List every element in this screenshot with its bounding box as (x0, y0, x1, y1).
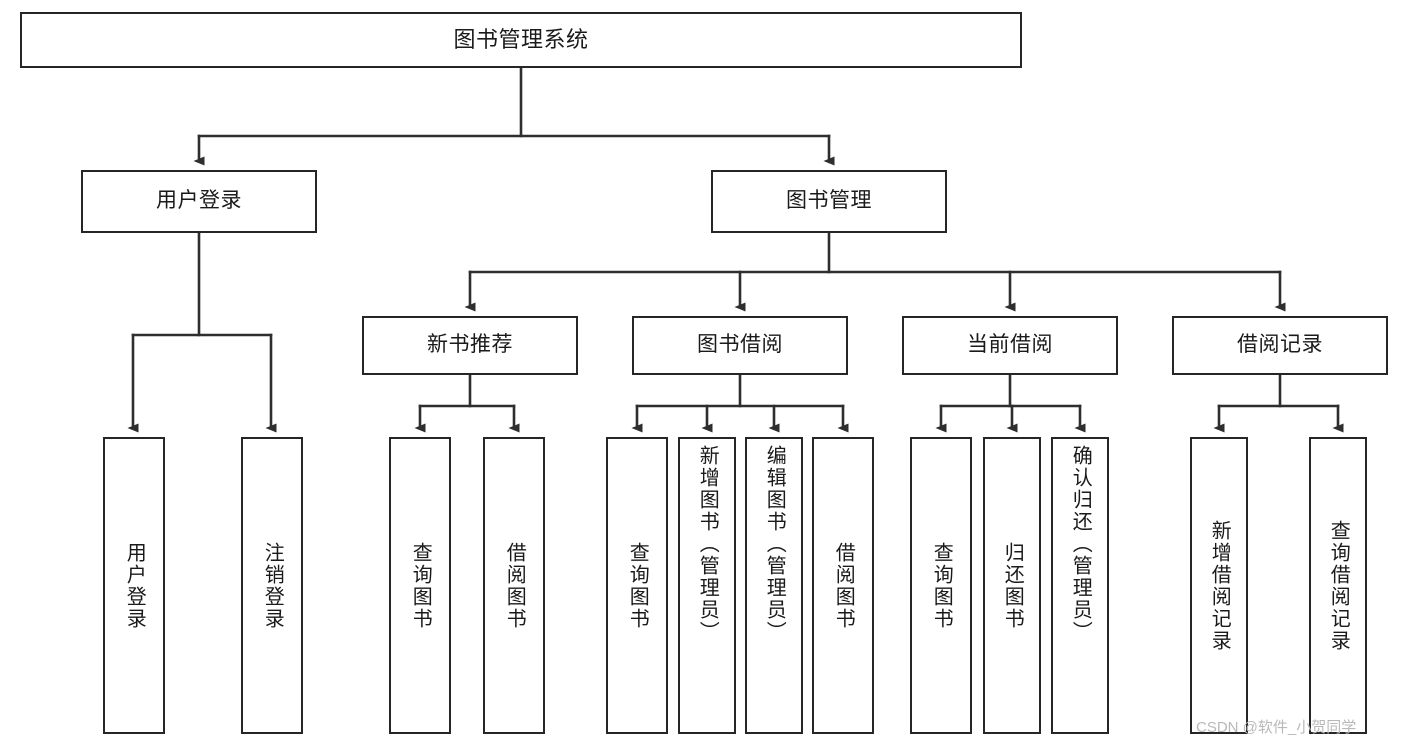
node-user-login[interactable]: 用户登录 (81, 170, 317, 233)
node-leaf-return-book[interactable]: 归还图书 (983, 437, 1041, 734)
node-label: 确认归还（管理员） (1069, 445, 1092, 643)
node-leaf-query-borrow-record[interactable]: 查询借阅记录 (1309, 437, 1367, 734)
node-label: 查询图书 (409, 541, 432, 630)
node-book-manage[interactable]: 图书管理 (711, 170, 947, 233)
node-label: 图书管理系统 (453, 27, 589, 53)
node-label: 图书管理 (786, 189, 872, 213)
node-borrow-record[interactable]: 借阅记录 (1172, 316, 1388, 375)
node-leaf-borrow-book-1[interactable]: 借阅图书 (483, 437, 545, 734)
node-label: 新增借阅记录 (1208, 519, 1231, 652)
node-label: 借阅记录 (1237, 333, 1323, 357)
node-leaf-query-book-3[interactable]: 查询图书 (910, 437, 972, 734)
node-current-borrow[interactable]: 当前借阅 (902, 316, 1118, 375)
node-label: 注销登录 (261, 541, 284, 630)
node-leaf-edit-book[interactable]: 编辑图书（管理员） (745, 437, 803, 734)
node-leaf-query-book-1[interactable]: 查询图书 (389, 437, 451, 734)
node-leaf-user-logout[interactable]: 注销登录 (241, 437, 303, 734)
node-label: 查询借阅记录 (1327, 519, 1350, 652)
node-leaf-add-book[interactable]: 新增图书（管理员） (678, 437, 736, 734)
node-label: 用户登录 (156, 189, 242, 213)
node-root-system[interactable]: 图书管理系统 (20, 12, 1022, 68)
node-label: 新增图书（管理员） (696, 445, 719, 643)
node-label: 编辑图书（管理员） (763, 445, 786, 643)
node-label: 查询图书 (626, 541, 649, 630)
node-book-borrow[interactable]: 图书借阅 (632, 316, 848, 375)
node-leaf-borrow-book-2[interactable]: 借阅图书 (812, 437, 874, 734)
node-label: 借阅图书 (503, 541, 526, 630)
node-label: 查询图书 (930, 541, 953, 630)
node-leaf-user-login[interactable]: 用户登录 (103, 437, 165, 734)
node-label: 新书推荐 (427, 333, 513, 357)
node-leaf-confirm-return[interactable]: 确认归还（管理员） (1051, 437, 1109, 734)
node-leaf-add-borrow-record[interactable]: 新增借阅记录 (1190, 437, 1248, 734)
node-label: 借阅图书 (832, 541, 855, 630)
node-leaf-query-book-2[interactable]: 查询图书 (606, 437, 668, 734)
node-label: 归还图书 (1001, 541, 1024, 630)
node-label: 图书借阅 (697, 333, 783, 357)
node-label: 当前借阅 (967, 333, 1053, 357)
node-label: 用户登录 (123, 541, 146, 630)
node-new-book-recommend[interactable]: 新书推荐 (362, 316, 578, 375)
